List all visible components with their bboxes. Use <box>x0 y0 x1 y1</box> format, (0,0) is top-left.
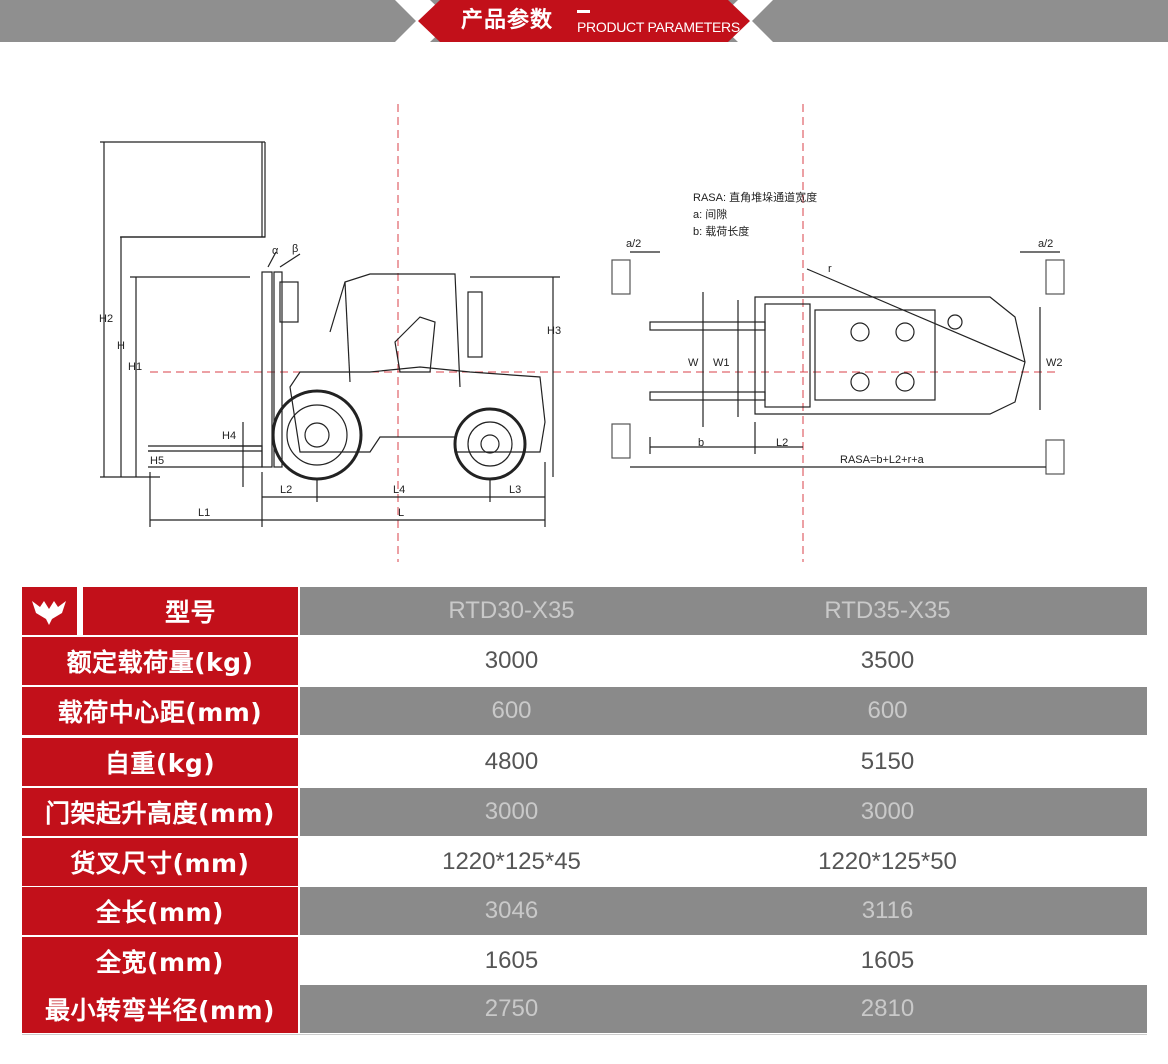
svg-text:H: H <box>117 340 125 352</box>
svg-text:W2: W2 <box>1046 357 1063 369</box>
row-value: 3000 <box>484 647 539 674</box>
brand-logo-icon <box>22 587 80 635</box>
svg-text:b: 载荷长度: b: 载荷长度 <box>693 224 749 238</box>
row-label: 载荷中心距(mm) <box>22 687 298 735</box>
table-header-row: 型号 RTD30-X35 RTD35-X35 <box>22 587 1147 636</box>
svg-text:H4: H4 <box>222 430 236 442</box>
banner-shape <box>395 0 773 42</box>
svg-text:H3: H3 <box>547 325 561 337</box>
row-value: 3046 <box>484 897 539 924</box>
row-label: 货叉尺寸(mm) <box>22 838 298 886</box>
top-view-labels: RASA: 直角堆垛通道宽度 a: 间隙 b: 载荷长度 a/2 a/2 r W… <box>626 190 1063 466</box>
row-value: 4800 <box>484 748 539 775</box>
row-value: 1605 <box>484 947 539 974</box>
row-value: 5150 <box>860 748 915 775</box>
svg-text:H2: H2 <box>99 313 113 325</box>
row-label: 额定载荷量(kg) <box>22 637 298 685</box>
svg-text:L2: L2 <box>280 484 292 496</box>
section-title: 产品参数 <box>461 8 554 33</box>
row-value: 2750 <box>484 995 539 1022</box>
row-value: 1220*125*50 <box>818 848 957 875</box>
side-view-labels: H2 H H1 H4 H5 H3 L1 L L2 L4 L3 α β <box>99 243 561 519</box>
svg-text:L3: L3 <box>509 484 521 496</box>
model-name: RTD30-X35 <box>448 597 575 624</box>
side-view <box>100 141 560 527</box>
svg-text:L2: L2 <box>776 437 788 449</box>
row-value: 2810 <box>860 995 915 1022</box>
svg-text:a: 间隙: a: 间隙 <box>693 207 727 221</box>
table-row: 额定载荷量(kg) 3000 3500 <box>22 637 1147 686</box>
header-label: 型号 <box>83 587 298 635</box>
header-banner: 产品参数 PRODUCT PARAMETERS <box>0 0 1168 42</box>
section-subtitle: PRODUCT PARAMETERS <box>577 19 740 35</box>
top-view <box>611 251 1065 475</box>
svg-text:b: b <box>698 437 704 449</box>
svg-text:L4: L4 <box>393 484 405 496</box>
svg-text:RASA: 直角堆垛通道宽度: RASA: 直角堆垛通道宽度 <box>693 190 817 204</box>
svg-text:a/2: a/2 <box>1038 238 1053 250</box>
row-value: 3000 <box>860 798 915 825</box>
title-dash <box>577 10 590 13</box>
table-row: 最小转弯半径(mm) 2750 2810 <box>22 985 1147 1034</box>
row-label: 门架起升高度(mm) <box>22 788 298 836</box>
svg-text:W: W <box>688 357 699 369</box>
table-bottom-border <box>22 1034 1147 1035</box>
svg-text:H5: H5 <box>150 455 164 467</box>
table-row: 载荷中心距(mm) 600 600 <box>22 687 1147 736</box>
svg-text:RASA=b+L2+r+a: RASA=b+L2+r+a <box>840 454 925 466</box>
table-row: 货叉尺寸(mm) 1220*125*45 1220*125*50 <box>22 838 1147 887</box>
row-label: 自重(kg) <box>22 738 298 786</box>
svg-text:W1: W1 <box>713 357 730 369</box>
table-row: 全长(mm) 3046 3116 <box>22 887 1147 936</box>
row-label: 全长(mm) <box>22 887 298 935</box>
row-value: 3500 <box>860 647 915 674</box>
row-value: 3000 <box>484 798 539 825</box>
row-value: 3116 <box>861 897 914 924</box>
row-label: 最小转弯半径(mm) <box>22 985 298 1033</box>
svg-text:L: L <box>398 507 404 519</box>
row-label: 全宽(mm) <box>22 937 298 985</box>
svg-text:a/2: a/2 <box>626 238 641 250</box>
row-value: 1220*125*45 <box>442 848 581 875</box>
table-row: 门架起升高度(mm) 3000 3000 <box>22 788 1147 837</box>
table-row: 全宽(mm) 1605 1605 <box>22 937 1147 986</box>
row-value: 600 <box>491 697 532 724</box>
svg-text:L1: L1 <box>198 507 210 519</box>
svg-text:H1: H1 <box>128 361 142 373</box>
dimension-drawing: H2 H H1 H4 H5 H3 L1 L L2 L4 L3 α β <box>0 42 1168 582</box>
forklift-diagram: H2 H H1 H4 H5 H3 L1 L L2 L4 L3 α β <box>99 104 1065 562</box>
svg-text:r: r <box>828 263 832 275</box>
row-value: 600 <box>867 697 908 724</box>
table-row: 自重(kg) 4800 5150 <box>22 738 1147 787</box>
svg-text:β: β <box>292 243 298 255</box>
row-value: 1605 <box>860 947 915 974</box>
model-name: RTD35-X35 <box>824 597 951 624</box>
svg-text:α: α <box>272 245 279 257</box>
